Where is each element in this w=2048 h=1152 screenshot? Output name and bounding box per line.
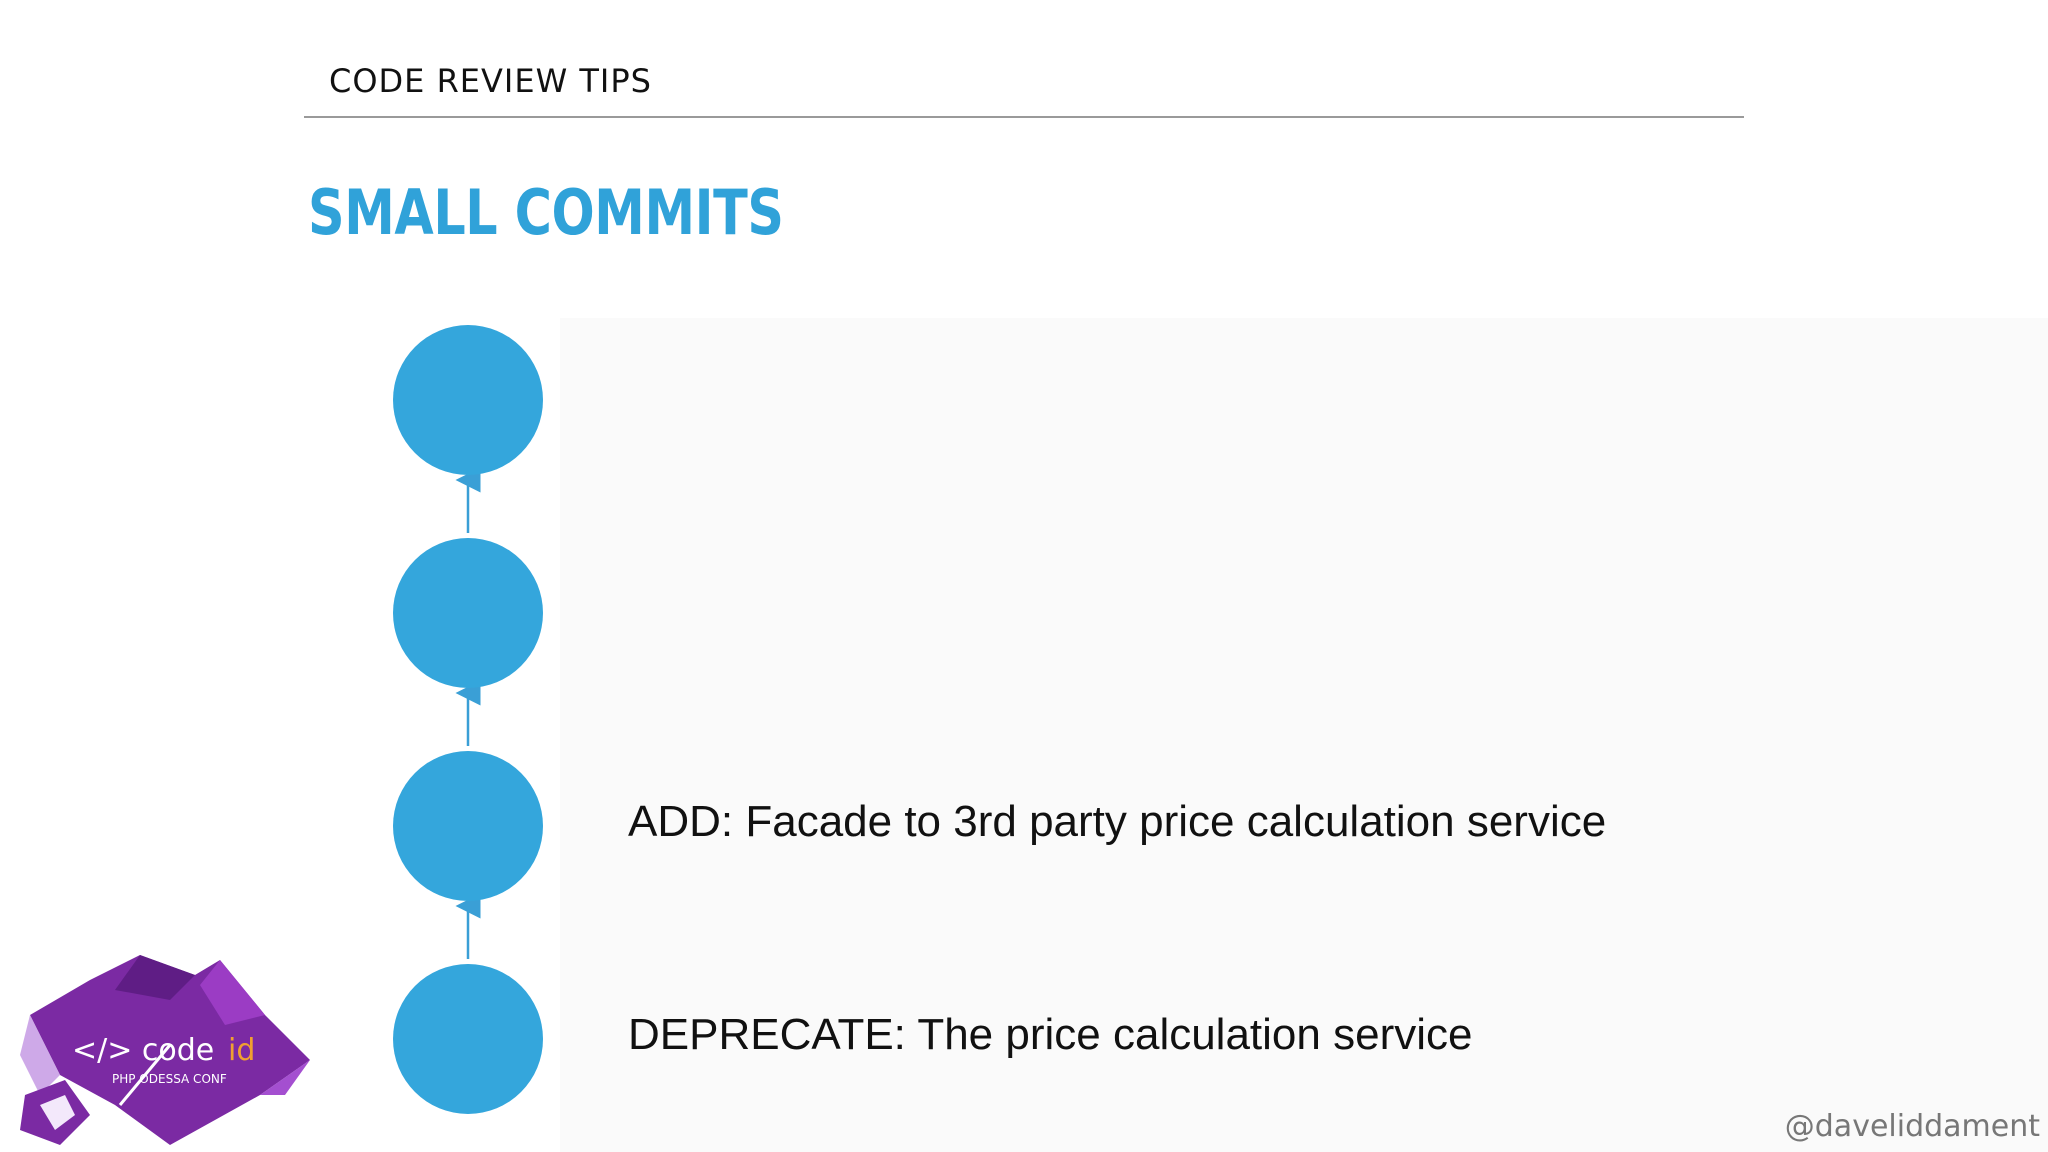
commit-label-deprecate: DEPRECATE: The price calculation service [628, 1010, 1473, 1059]
svg-text:</> code: </> code [72, 1033, 214, 1068]
svg-text:id: id [228, 1033, 255, 1068]
svg-text:PHP ODESSA CONF: PHP ODESSA CONF [112, 1072, 227, 1086]
commit-node [393, 538, 543, 688]
commit-node [393, 325, 543, 475]
commit-label-add: ADD: Facade to 3rd party price calculati… [628, 797, 1607, 846]
slide-title: SMALL COMMITS [308, 176, 784, 249]
conference-logo: </> code id PHP ODESSA CONF [20, 955, 310, 1145]
commit-node [393, 964, 543, 1114]
commit-node [393, 751, 543, 901]
header-divider [304, 116, 1744, 118]
content-background [560, 318, 2048, 1152]
twitter-handle: @daveliddament [1784, 1109, 2040, 1144]
section-heading: CODE REVIEW TIPS [329, 62, 652, 100]
